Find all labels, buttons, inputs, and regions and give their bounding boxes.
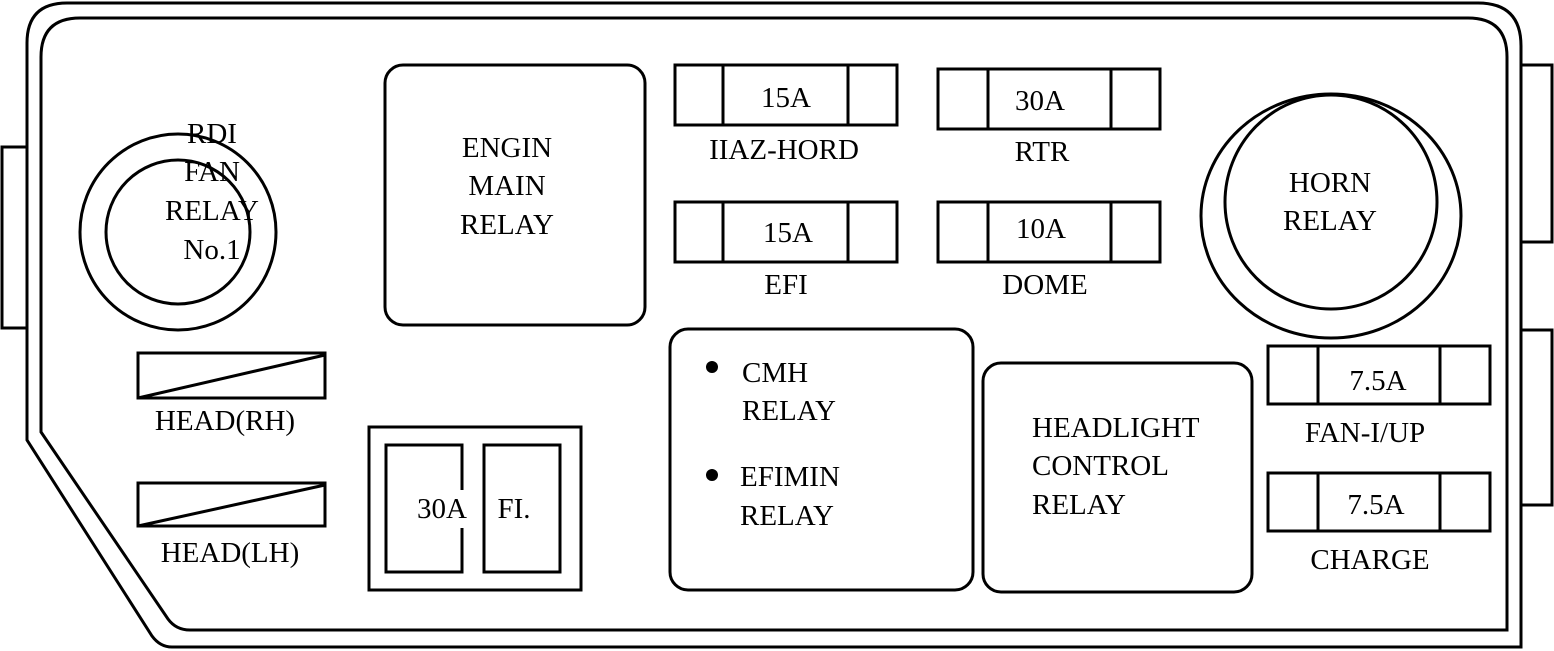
housing-outer	[25, 1, 1523, 649]
cmh-relay-label-2: RELAY	[742, 395, 836, 427]
engine-main-relay-label-1: ENGIN	[462, 132, 552, 164]
fusible-link-label: HEAD(LH)	[161, 537, 300, 569]
engine-main-relay-label-2: MAIN	[468, 170, 545, 202]
main-fuse-label: FI.	[497, 493, 530, 525]
right-tab-lower	[1518, 328, 1554, 507]
fuse-label: EFI	[764, 269, 808, 301]
fuse-dome: 10A DOME	[936, 200, 1162, 301]
fuse-efi: 15A EFI	[673, 200, 899, 301]
headlight-control-relay: HEADLIGHT CONTROL RELAY	[981, 361, 1254, 594]
fuse-rating: 10A	[1016, 213, 1066, 245]
fuse-label: IIAZ-HORD	[709, 134, 859, 166]
cmh-efimin-relay-block: CMH RELAY EFIMIN RELAY	[668, 327, 975, 592]
fuse-label: FAN-I/UP	[1305, 417, 1425, 449]
fuse-label: DOME	[1002, 269, 1087, 301]
fuse-charge: 7.5A CHARGE	[1266, 471, 1492, 576]
rdi-fan-relay-label-4: No.1	[183, 234, 240, 266]
rdi-fan-relay-no1: RDI FAN RELAY No.1	[78, 118, 278, 332]
headlight-relay-label-2: CONTROL	[1032, 450, 1169, 482]
fuse-rating: 7.5A	[1349, 365, 1406, 397]
headlight-relay-label-3: RELAY	[1032, 489, 1126, 521]
fuse-rating: 15A	[763, 217, 813, 249]
cmh-relay-label-1: CMH	[742, 357, 808, 389]
horn-relay-label-1: HORN	[1289, 167, 1371, 199]
efimin-relay-label-1: EFIMIN	[740, 461, 840, 493]
right-tab-upper	[1518, 63, 1554, 244]
horn-relay-label-2: RELAY	[1283, 205, 1377, 237]
efimin-relay-label-2: RELAY	[740, 500, 834, 532]
fuse-rating: 7.5A	[1347, 489, 1404, 521]
fusible-link-head-rh: HEAD(RH)	[136, 351, 327, 437]
fusible-link-label: HEAD(RH)	[155, 405, 295, 437]
rdi-fan-relay-label-3: RELAY	[165, 195, 259, 227]
housing-inner	[39, 16, 1509, 632]
fuse-label: CHARGE	[1310, 544, 1429, 576]
fuse-rtr: 30A RTR	[936, 67, 1162, 168]
main-fuse-rating: 30A	[417, 493, 467, 525]
main-fuse-30a-fi: 30A FI.	[367, 425, 583, 592]
bullet-icon	[706, 361, 718, 373]
left-tab	[0, 145, 30, 330]
horn-relay: HORN RELAY	[1199, 92, 1463, 340]
headlight-relay-label-1: HEADLIGHT	[1032, 412, 1200, 444]
engine-main-relay: ENGIN MAIN RELAY	[383, 63, 647, 327]
fuse-label: RTR	[1015, 136, 1070, 168]
rdi-fan-relay-label-2: FAN	[184, 156, 240, 188]
fuse-fan-iup: 7.5A FAN-I/UP	[1266, 344, 1492, 449]
fuse-rating: 15A	[761, 82, 811, 114]
fuse-haz-horn: 15A IIAZ-HORD	[673, 63, 899, 166]
fusible-link-head-lh: HEAD(LH)	[136, 481, 327, 569]
fuse-rating: 30A	[1015, 85, 1065, 117]
rdi-fan-relay-label-1: RDI	[187, 118, 237, 150]
bullet-icon	[706, 469, 718, 481]
engine-main-relay-label-3: RELAY	[460, 209, 554, 241]
